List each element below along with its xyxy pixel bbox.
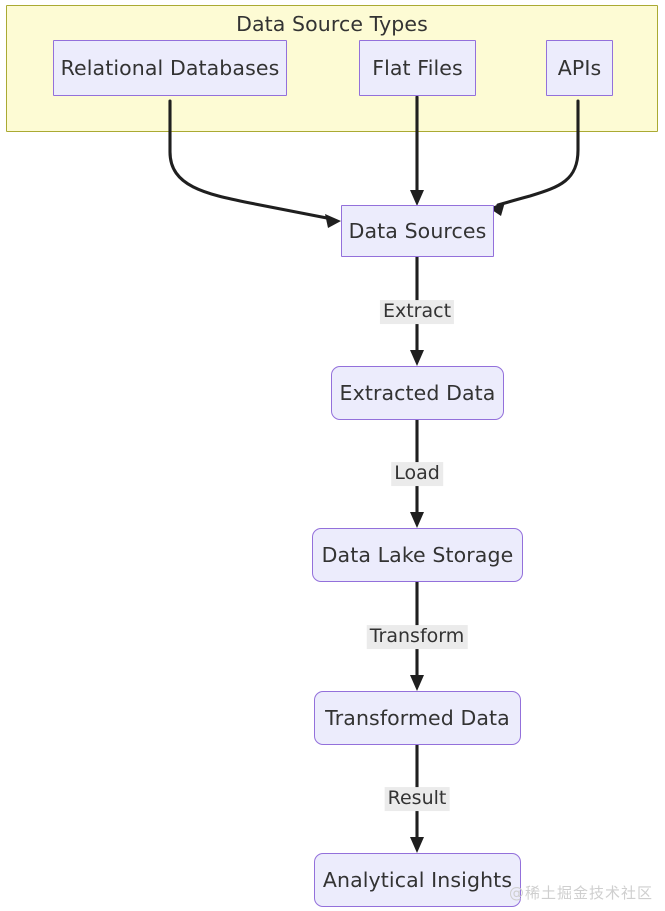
node-label: Data Lake Storage — [321, 543, 514, 567]
node-transformed-data[interactable]: Transformed Data — [314, 691, 521, 745]
node-data-sources[interactable]: Data Sources — [341, 205, 494, 257]
node-label: Extracted Data — [339, 381, 496, 405]
cluster-title: Data Source Types — [236, 12, 428, 36]
watermark: @稀土掘金技术社区 — [508, 884, 653, 902]
node-label: Transformed Data — [325, 706, 510, 730]
node-label: Data Sources — [348, 219, 487, 243]
edge-label-extract: Extract — [379, 300, 455, 324]
edge-label-result: Result — [384, 787, 450, 811]
node-analytical-insights[interactable]: Analytical Insights — [314, 853, 521, 907]
node-label: Relational Databases — [60, 56, 280, 80]
node-label: Flat Files — [372, 56, 463, 80]
node-apis[interactable]: APIs — [546, 40, 613, 96]
node-label: Analytical Insights — [322, 868, 513, 892]
node-flat-files[interactable]: Flat Files — [359, 40, 476, 96]
edge-label-load: Load — [391, 462, 443, 486]
node-label: APIs — [557, 56, 602, 80]
node-data-lake-storage[interactable]: Data Lake Storage — [312, 528, 523, 582]
edge-flat-files-to-data-sources — [410, 95, 424, 206]
node-extracted-data[interactable]: Extracted Data — [331, 366, 504, 420]
node-relational-databases[interactable]: Relational Databases — [53, 40, 287, 96]
edge-relational-databases-to-data-sources — [168, 99, 341, 228]
edge-label-transform: Transform — [366, 625, 468, 649]
edge-apis-to-data-sources — [489, 99, 580, 216]
